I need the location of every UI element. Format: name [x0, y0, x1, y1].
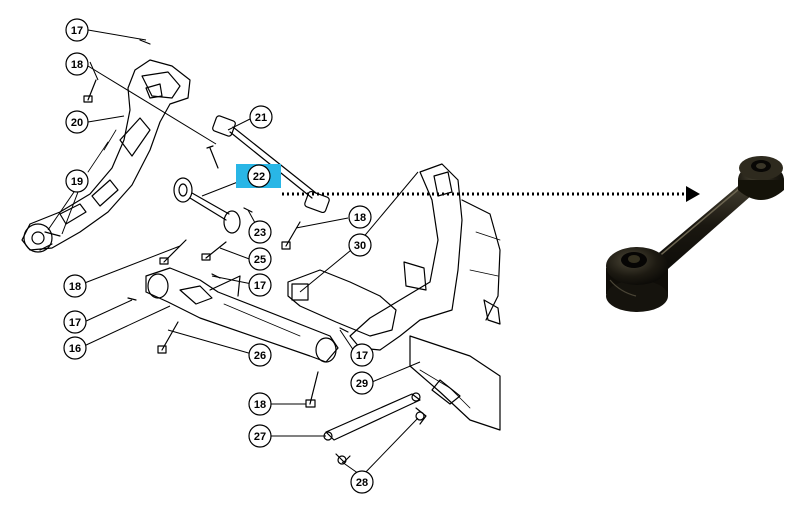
- callout-17: 17: [65, 18, 89, 42]
- svg-text:17: 17: [356, 350, 368, 362]
- lower-control-arm-26: [145, 267, 339, 363]
- fasteners: [39, 39, 349, 408]
- callouts: 17 18 20 21 22 19 23 18 30 25 18 17 17 1…: [63, 18, 374, 494]
- svg-text:27: 27: [254, 431, 266, 443]
- svg-text:17: 17: [69, 317, 81, 329]
- svg-text:17: 17: [71, 25, 83, 37]
- svg-text:26: 26: [254, 350, 266, 362]
- svg-text:18: 18: [354, 212, 366, 224]
- callout-28: 28: [350, 470, 374, 494]
- callout-22: 22: [247, 164, 271, 188]
- callout-17: 17: [248, 273, 272, 297]
- svg-text:20: 20: [71, 117, 83, 129]
- callout-17: 17: [63, 310, 87, 334]
- svg-text:17: 17: [254, 280, 266, 292]
- callout-25: 25: [248, 247, 272, 271]
- callout-23: 23: [248, 220, 272, 244]
- callout-19: 19: [65, 169, 89, 193]
- callout-27: 27: [248, 424, 272, 448]
- stabilizer-27-28: [323, 392, 427, 465]
- callout-18: 18: [348, 205, 372, 229]
- callout-21: 21: [249, 105, 273, 129]
- svg-text:18: 18: [71, 59, 83, 71]
- svg-text:23: 23: [254, 227, 266, 239]
- crossmember-29-30: [287, 163, 501, 431]
- callout-17: 17: [350, 343, 374, 367]
- svg-text:29: 29: [356, 378, 368, 390]
- callout-26: 26: [248, 343, 272, 367]
- svg-text:18: 18: [254, 399, 266, 411]
- svg-text:30: 30: [354, 240, 366, 252]
- lateral-link-22: [173, 177, 241, 234]
- svg-text:28: 28: [356, 477, 368, 489]
- svg-text:18: 18: [69, 281, 81, 293]
- dotted-arrow: [282, 186, 700, 202]
- knuckle-assembly: [21, 59, 191, 253]
- callout-18: 18: [248, 392, 272, 416]
- callout-29: 29: [350, 371, 374, 395]
- callout-18: 18: [65, 52, 89, 76]
- svg-text:19: 19: [71, 176, 83, 188]
- svg-text:25: 25: [254, 254, 266, 266]
- callout-20: 20: [65, 110, 89, 134]
- lateral-link-photo: [606, 156, 784, 312]
- svg-text:16: 16: [69, 343, 81, 355]
- callout-18: 18: [63, 274, 87, 298]
- svg-text:21: 21: [255, 112, 267, 124]
- svg-text:22: 22: [253, 171, 265, 183]
- callout-16: 16: [63, 336, 87, 360]
- callout-30: 30: [348, 233, 372, 257]
